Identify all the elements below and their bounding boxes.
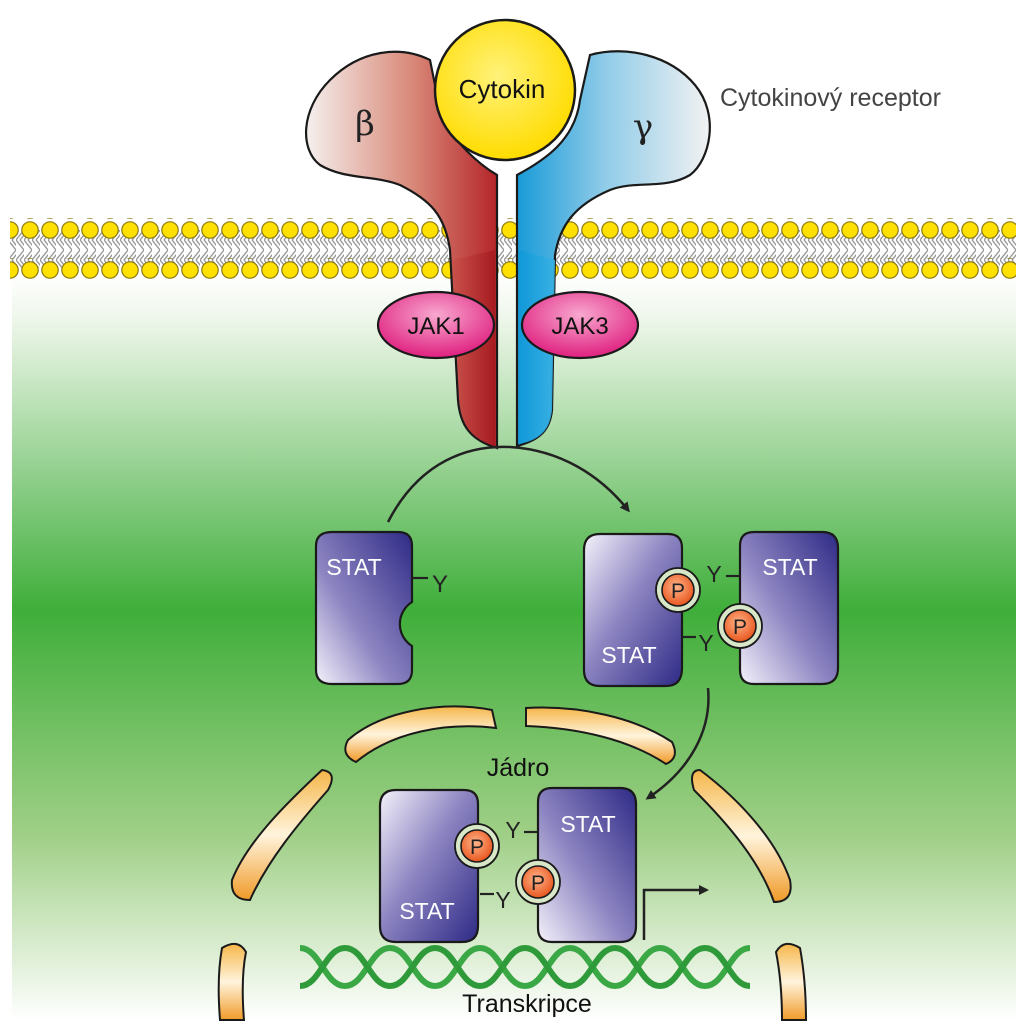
phosphate-group [661, 573, 695, 607]
phosphate-label: P [733, 616, 747, 639]
jak3-kinase: JAK3 [520, 290, 640, 360]
stat-monomer: STAT Y [314, 530, 448, 686]
gamma-label: γ [633, 107, 653, 147]
cytoplasm [12, 275, 1016, 1020]
receptor-label: Cytokinový receptor [720, 84, 941, 112]
tyrosine-label: Y [706, 561, 721, 587]
nucleus-label: Jádro [487, 754, 550, 782]
tyrosine-label: Y [432, 571, 448, 598]
jak3-label: JAK3 [551, 313, 608, 340]
stat-label: STAT [326, 554, 381, 580]
activation-arrow [386, 445, 630, 523]
tyrosine-label: Y [505, 817, 520, 843]
beta-label: β [355, 104, 375, 144]
cell-membrane [10, 218, 1016, 279]
transcription-start-arrow [642, 885, 709, 940]
dna-helix [299, 944, 751, 990]
stat-dimer-cytoplasm: STAT STAT P Y P Y [582, 530, 840, 688]
stat-label: STAT [762, 554, 817, 580]
nuclear-envelope [217, 705, 808, 1021]
cytokine-ligand [433, 18, 577, 162]
tyrosine-label: Y [495, 887, 510, 913]
stat-label: STAT [601, 642, 656, 668]
jak1-kinase: JAK1 [376, 290, 496, 360]
stat-dimer-nucleus: STAT STAT P Y P Y [378, 786, 638, 944]
stat-label: STAT [399, 898, 454, 924]
translocation-arrow [645, 687, 710, 800]
phosphate-group [521, 865, 555, 899]
phosphate-label: P [470, 836, 484, 859]
cytokine-label: Cytokin [459, 74, 546, 104]
phosphate-group [723, 609, 757, 643]
phosphate-label: P [531, 872, 545, 895]
phosphate-label: P [671, 580, 685, 603]
transcription-label: Transkripce [462, 990, 592, 1018]
jak1-label: JAK1 [407, 313, 464, 340]
stat-label: STAT [560, 811, 615, 837]
tyrosine-label: Y [698, 630, 713, 656]
phosphate-group [460, 829, 494, 863]
